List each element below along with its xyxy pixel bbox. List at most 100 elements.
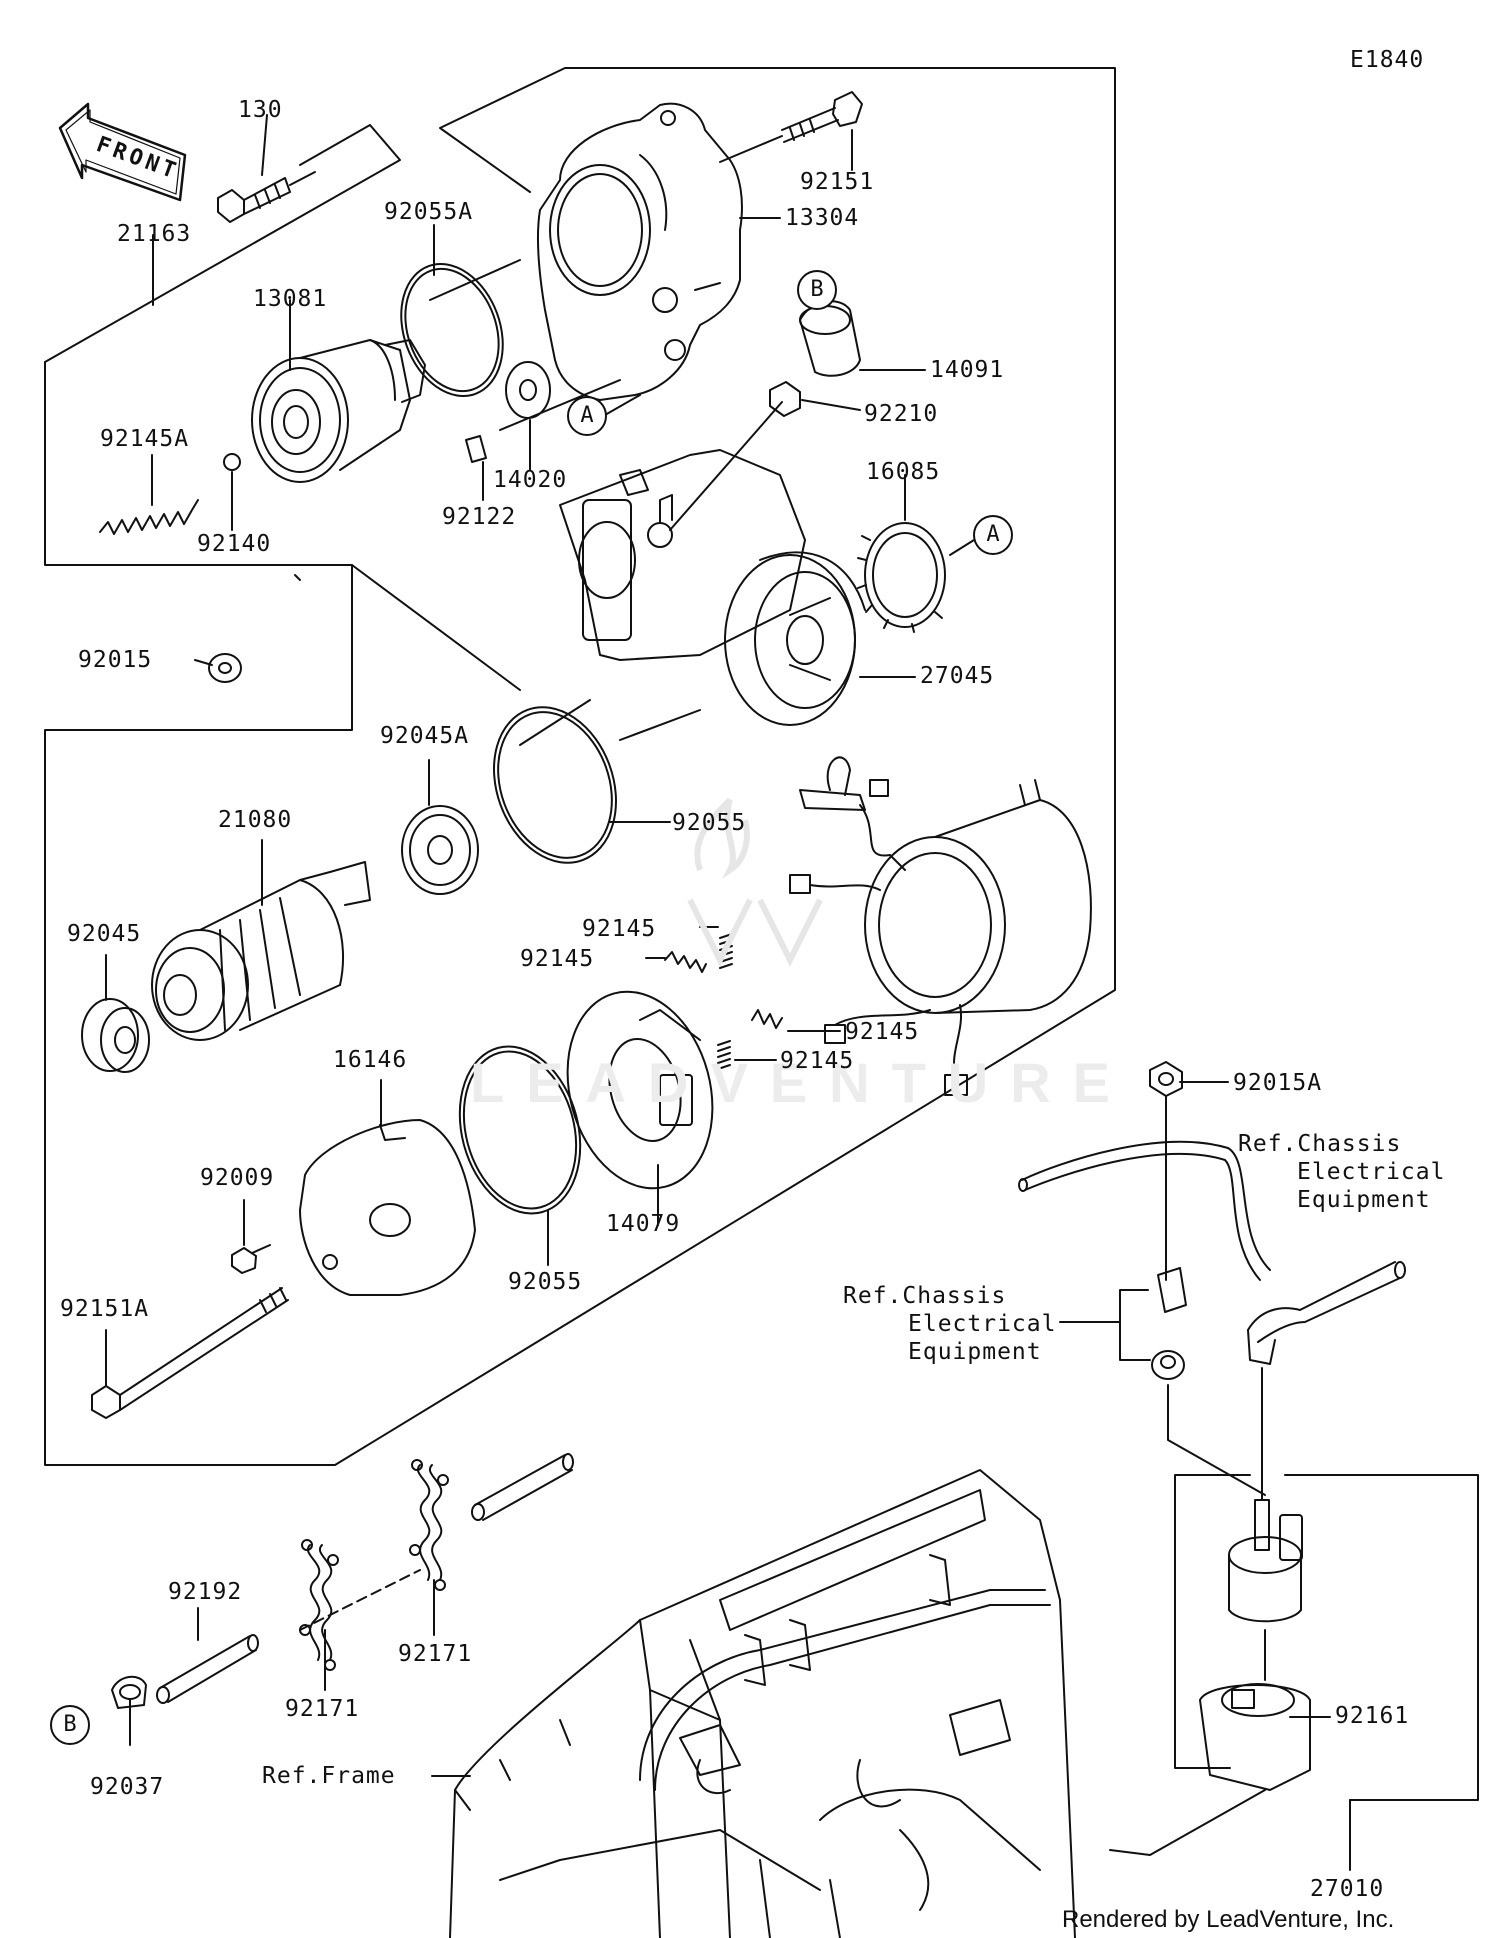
part-label-92151a[interactable]: 92151A: [60, 1296, 150, 1322]
part-label-13081[interactable]: 13081: [253, 286, 328, 312]
drive-gear-13081-drawing: [251, 339, 426, 483]
o-ring-92055a-drawing: [400, 263, 504, 397]
bracket-27045-drawing: [724, 551, 866, 726]
gear-16085-drawing: [857, 522, 946, 633]
part-label-14091[interactable]: 14091: [930, 357, 1005, 383]
part-label-27045[interactable]: 27045: [920, 663, 995, 689]
part-label-21080[interactable]: 21080: [218, 807, 293, 833]
armature-21080-drawing: [151, 861, 371, 1041]
part-label-92145-a[interactable]: 92145: [582, 916, 657, 942]
part-label-130[interactable]: 130: [238, 97, 283, 123]
part-label-92140[interactable]: 92140: [197, 531, 272, 557]
part-label-92055a[interactable]: 92055A: [384, 199, 474, 225]
frame-drawing: [449, 1469, 1076, 1938]
ref-chassis-left-line2[interactable]: Electrical: [908, 1311, 1057, 1337]
part-label-16085[interactable]: 16085: [866, 459, 941, 485]
part-label-92055-upper[interactable]: 92055: [672, 810, 747, 836]
clip-92171-right-drawing: [409, 1459, 449, 1591]
o-ring-92055-upper-drawing: [493, 706, 617, 864]
bearing-92045a-drawing: [401, 805, 479, 895]
alignment-line-92171: [299, 1569, 421, 1631]
part-label-27010[interactable]: 27010: [1310, 1876, 1385, 1902]
assembly-outline-inner: [44, 124, 401, 363]
ref-chassis-left-line3[interactable]: Equipment: [908, 1339, 1042, 1365]
end-cover-16146-drawing: [299, 1119, 476, 1296]
part-label-92009[interactable]: 92009: [200, 1165, 275, 1191]
part-label-21163[interactable]: 21163: [117, 221, 192, 247]
cap-14091-drawing: [799, 300, 861, 377]
leader-ref-chassis-left-bracket: [1119, 1289, 1151, 1361]
marker-b-upper: B: [797, 270, 837, 310]
part-label-92151[interactable]: 92151: [800, 169, 875, 195]
spring-92145a-drawing: [99, 499, 199, 535]
wire-to-solenoid: [1167, 1367, 1266, 1501]
alignment-line-motor: [429, 259, 701, 746]
spring-92145-b-drawing: [664, 951, 707, 973]
ref-chassis-right-line1[interactable]: Ref.Chassis: [1238, 1131, 1402, 1157]
ball-92140-drawing: [223, 453, 241, 471]
part-label-16146[interactable]: 16146: [333, 1047, 408, 1073]
part-label-92055-lower[interactable]: 92055: [508, 1269, 583, 1295]
housing-13304-drawing: [536, 102, 743, 401]
coupling-14020-drawing: [505, 361, 551, 419]
assembly-outline: [44, 67, 1116, 1466]
watermark-logo-icon: [687, 797, 823, 967]
motor-yoke-drawing: [559, 449, 806, 661]
part-label-92210[interactable]: 92210: [864, 401, 939, 427]
yoke-with-brushes-drawing: [789, 756, 1092, 1096]
starter-relay-drawing: [1228, 1499, 1303, 1681]
part-label-14020[interactable]: 14020: [493, 467, 568, 493]
bolt-92151-drawing: [719, 91, 863, 163]
spring-92145-d-drawing: [717, 1040, 731, 1070]
marker-a-lower: A: [973, 515, 1013, 555]
ref-chassis-right-line3[interactable]: Equipment: [1297, 1187, 1431, 1213]
part-label-92045a[interactable]: 92045A: [380, 723, 470, 749]
footer-credit: Rendered by LeadVenture, Inc.: [1062, 1906, 1395, 1933]
bearing-92045-drawing: [81, 998, 150, 1073]
relay-assembly-outline: [1174, 1474, 1479, 1801]
washer-92015-drawing: [208, 653, 242, 683]
nut-ref-chassis-drawing: [1151, 1350, 1185, 1380]
spring-92145-c-drawing: [751, 1009, 783, 1029]
clip-92171-left-drawing: [299, 1539, 339, 1671]
bolt-130-drawing: [217, 171, 316, 223]
front-arrow-label: FRONT: [93, 132, 183, 185]
diagram-code: E1840: [1350, 47, 1425, 73]
leader-a-upper: [604, 394, 641, 416]
watermark-text: LEADVENTURE: [470, 1051, 1133, 1114]
ref-chassis-left-line1[interactable]: Ref.Chassis: [843, 1283, 1007, 1309]
leader-92210-to-motor: [669, 401, 783, 531]
part-label-13304[interactable]: 13304: [785, 205, 860, 231]
assembly-divider: [351, 564, 521, 691]
part-label-14079[interactable]: 14079: [606, 1211, 681, 1237]
part-label-92145a[interactable]: 92145A: [100, 426, 190, 452]
part-label-92045[interactable]: 92045: [67, 921, 142, 947]
ref-chassis-right-line2[interactable]: Electrical: [1297, 1159, 1446, 1185]
leader-130: [261, 114, 268, 176]
ref-frame-label[interactable]: Ref.Frame: [262, 1763, 396, 1789]
marker-a-upper: A: [567, 396, 607, 436]
assembly-divider-2: [294, 574, 301, 581]
leader-92015: [194, 659, 213, 666]
part-label-92145-c[interactable]: 92145: [845, 1019, 920, 1045]
relay-holder-92161-drawing: [1199, 1683, 1311, 1791]
part-label-92145-d[interactable]: 92145: [780, 1048, 855, 1074]
part-label-92037[interactable]: 92037: [90, 1774, 165, 1800]
nut-92015a-drawing: [1149, 1061, 1183, 1281]
part-label-92122[interactable]: 92122: [442, 504, 517, 530]
clamp-92037-drawing: [111, 1675, 147, 1709]
relay-to-frame-line: [1109, 1789, 1266, 1856]
part-label-92015[interactable]: 92015: [78, 647, 153, 673]
tube-92192-drawing: [156, 1634, 259, 1704]
part-label-92015a[interactable]: 92015A: [1233, 1070, 1323, 1096]
part-label-92171-left[interactable]: 92171: [285, 1696, 360, 1722]
leader-b-upper: [694, 282, 721, 291]
part-label-92161[interactable]: 92161: [1335, 1703, 1410, 1729]
leader-92210: [801, 399, 861, 411]
battery-cable-drawing: [1018, 1140, 1406, 1365]
part-label-92192[interactable]: 92192: [168, 1579, 243, 1605]
part-label-92171-right[interactable]: 92171: [398, 1641, 473, 1667]
part-label-92145-b[interactable]: 92145: [520, 946, 595, 972]
